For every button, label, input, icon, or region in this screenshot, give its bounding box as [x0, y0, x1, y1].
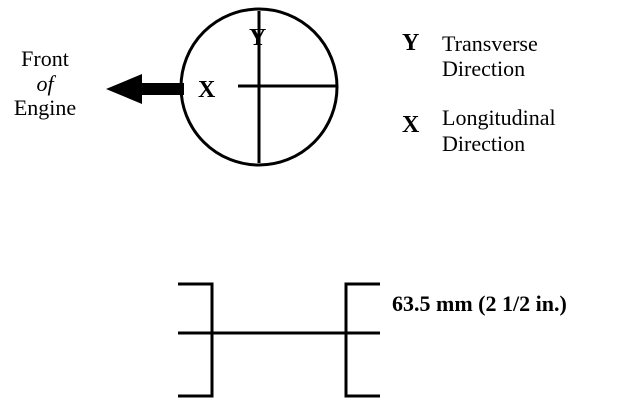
engine-label-line2: of [36, 71, 56, 96]
engine-label-line3: Engine [14, 95, 76, 120]
legend-x-text-line2: Direction [442, 131, 525, 156]
y-axis-label: Y [249, 25, 266, 51]
dimension-label: 63.5 mm (2 1/2 in.) [392, 291, 567, 316]
front-arrow [106, 74, 184, 104]
engine-label-line1: Front [21, 46, 69, 71]
legend-y-symbol: Y [402, 30, 419, 56]
legend-y-text-line1: Transverse [442, 31, 538, 56]
legend-x-text-line1: Longitudinal [442, 105, 556, 130]
legend-y-text-line2: Direction [442, 56, 525, 81]
dimension-bracket-right [344, 282, 380, 398]
x-axis-label: X [198, 77, 216, 103]
legend-x-symbol: X [402, 112, 420, 138]
dimension-bracket-left [178, 282, 214, 398]
